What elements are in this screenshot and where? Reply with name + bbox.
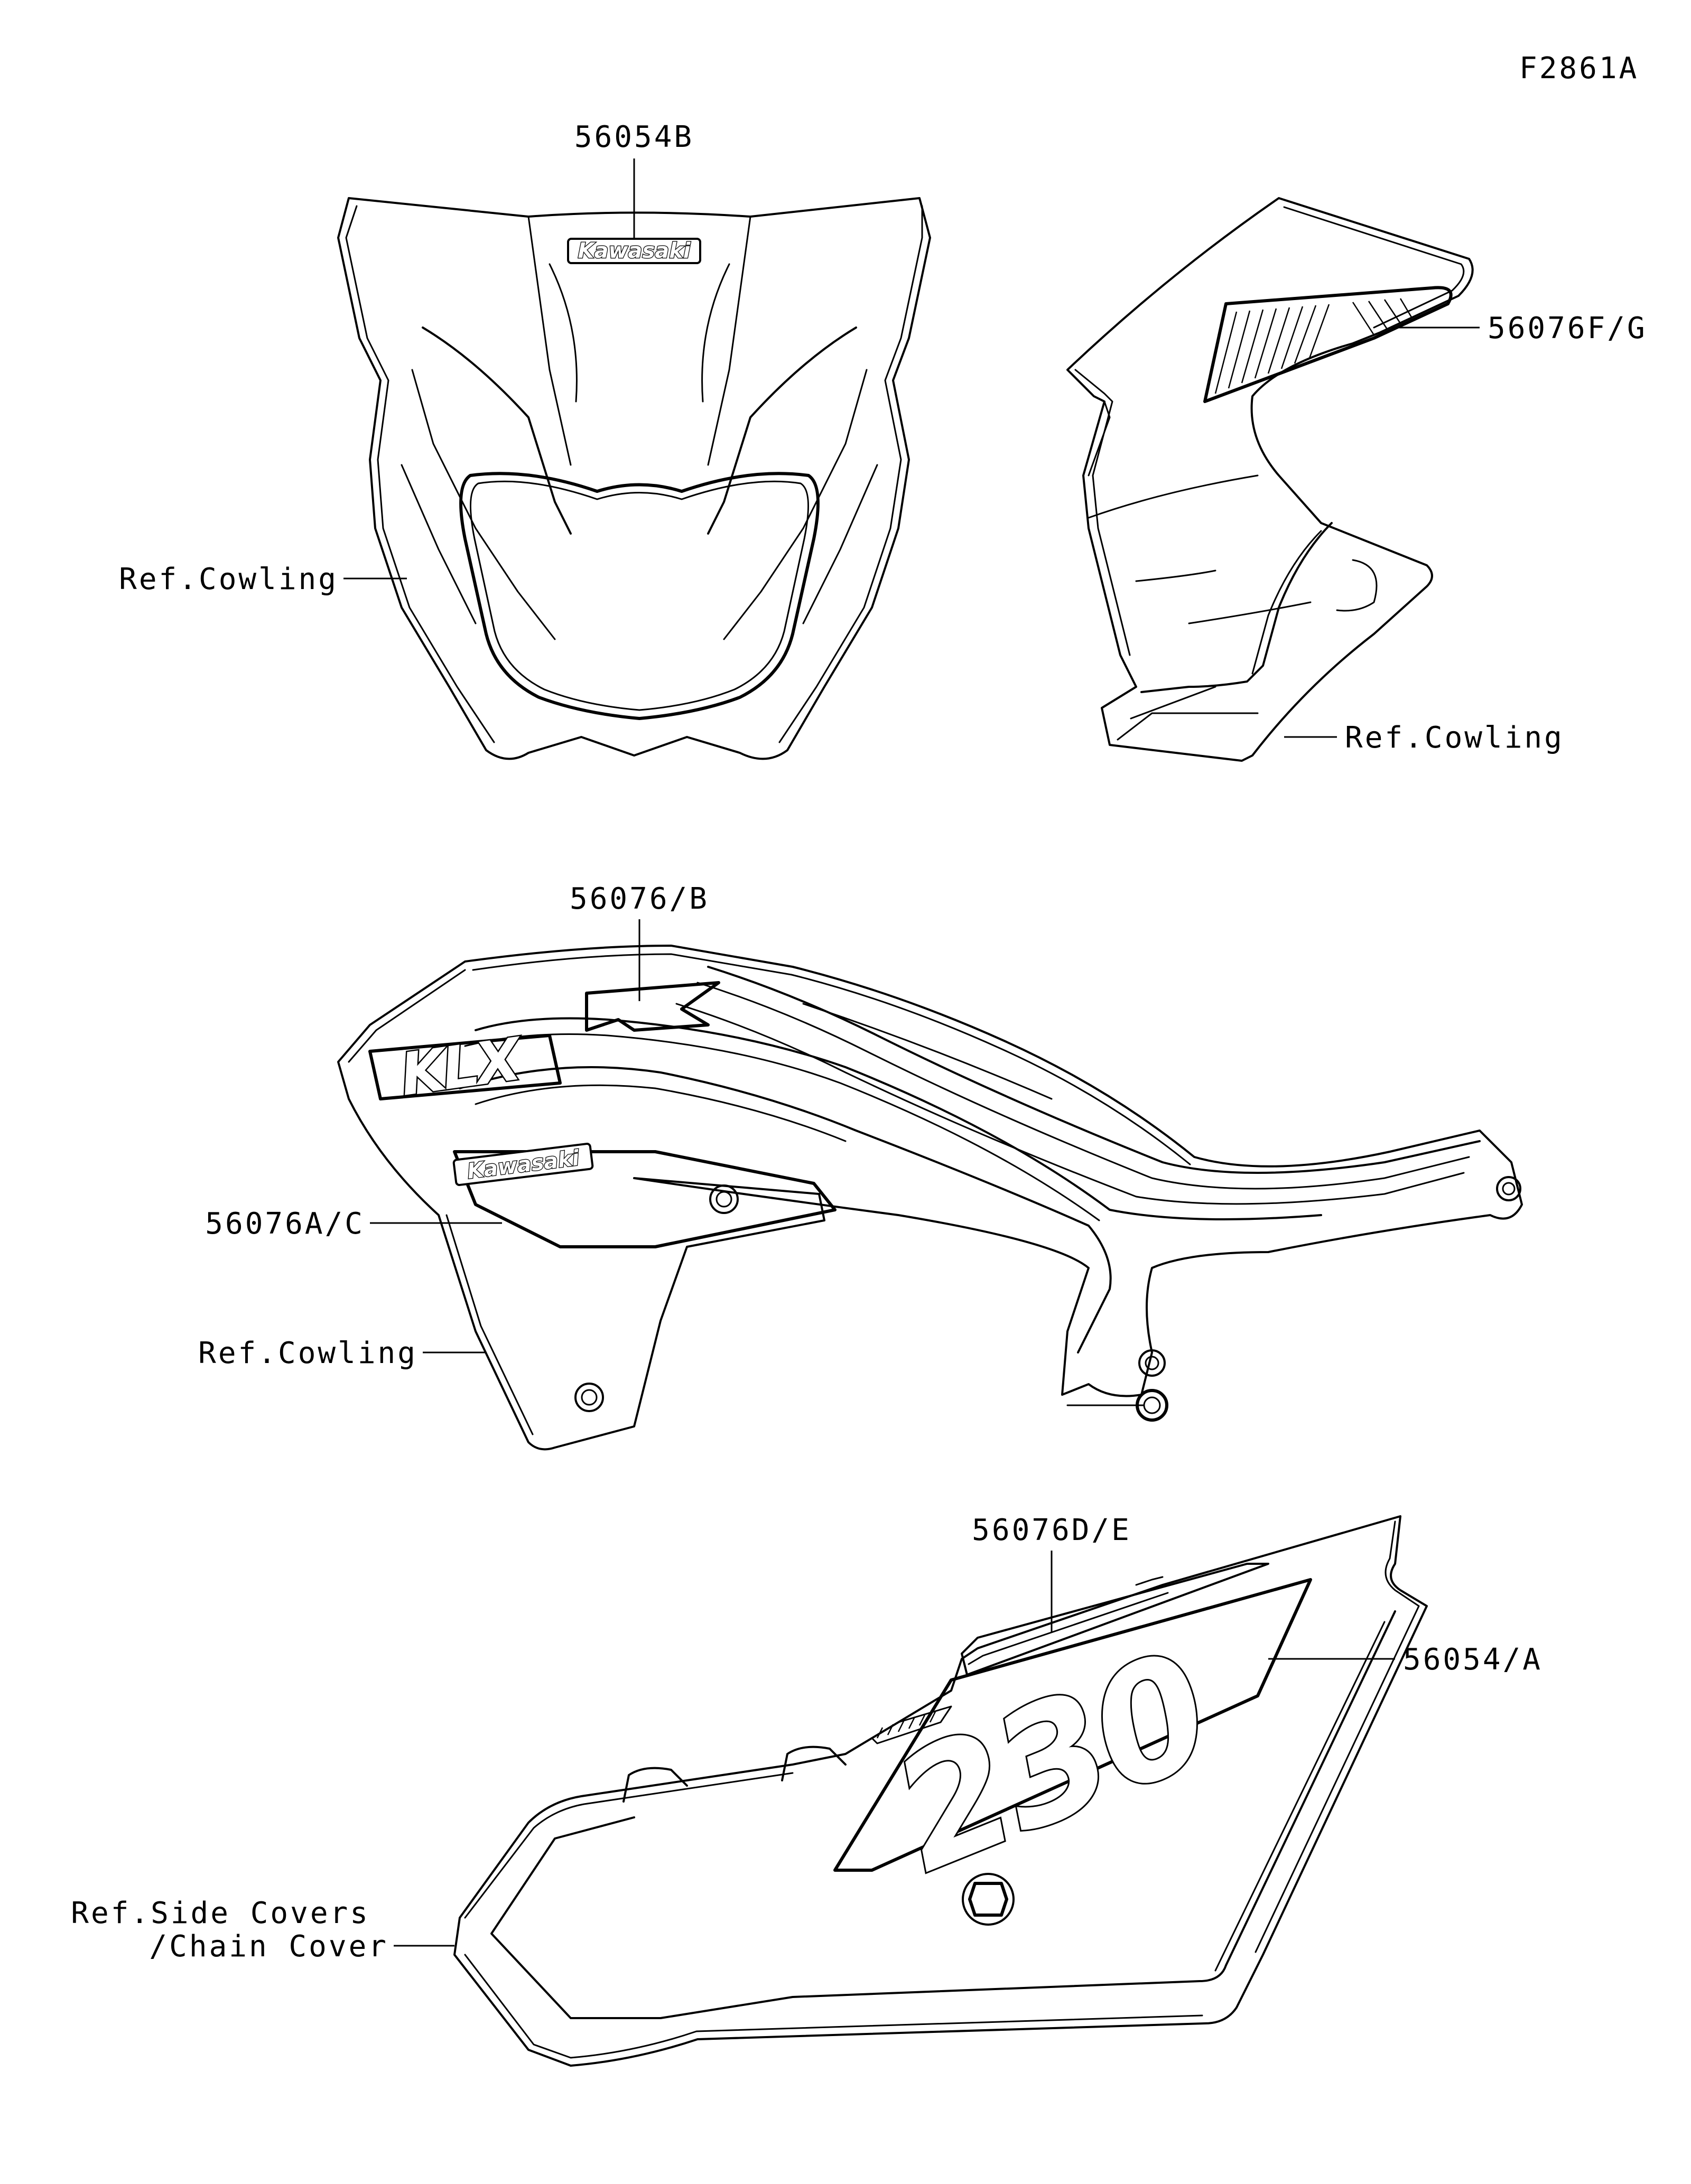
callout-tank-decal-side: 56076A/C	[205, 1207, 365, 1241]
callout-side-ref-line2: /Chain Cover	[149, 1929, 388, 1964]
callout-side-number: 56054/A	[1403, 1642, 1543, 1677]
tank-cowling: Kawasaki KLX	[337, 945, 1523, 1451]
callout-side-stripe: 56076D/E	[972, 1513, 1131, 1547]
tank-side-decal-panel	[453, 1150, 837, 1248]
callout-tank-decal-top: 56076/B	[570, 882, 709, 916]
callout-side-ref-line1: Ref.Side Covers	[71, 1896, 370, 1930]
brand-lettering: Kawasaki	[578, 239, 691, 263]
callout-tank-ref: Ref.Cowling	[198, 1336, 417, 1370]
side-stripe-hatching	[876, 1711, 936, 1739]
shroud-graphic-decal	[1203, 286, 1453, 403]
number-plate-decal	[833, 1578, 1312, 1872]
headlight-cowling: Kawasaki	[337, 197, 931, 760]
callout-headlight-decal: 56054B	[574, 120, 694, 154]
kawasaki-tank-logo	[452, 1143, 594, 1186]
radiator-shroud	[1066, 197, 1474, 762]
shroud-graphic-hatching	[1214, 298, 1413, 394]
side-cover: 230	[453, 1515, 1428, 2067]
callout-shroud-ref: Ref.Cowling	[1345, 721, 1564, 755]
callout-cowling-left: Ref.Cowling	[119, 562, 338, 596]
figure-code: F2861A	[1519, 51, 1639, 86]
model-lettering: KLX	[396, 1025, 528, 1109]
side-stripe-decal	[961, 1563, 1269, 1676]
callout-shroud-decal: 56076F/G	[1488, 311, 1647, 346]
number-lettering: 230	[870, 1618, 1233, 1907]
